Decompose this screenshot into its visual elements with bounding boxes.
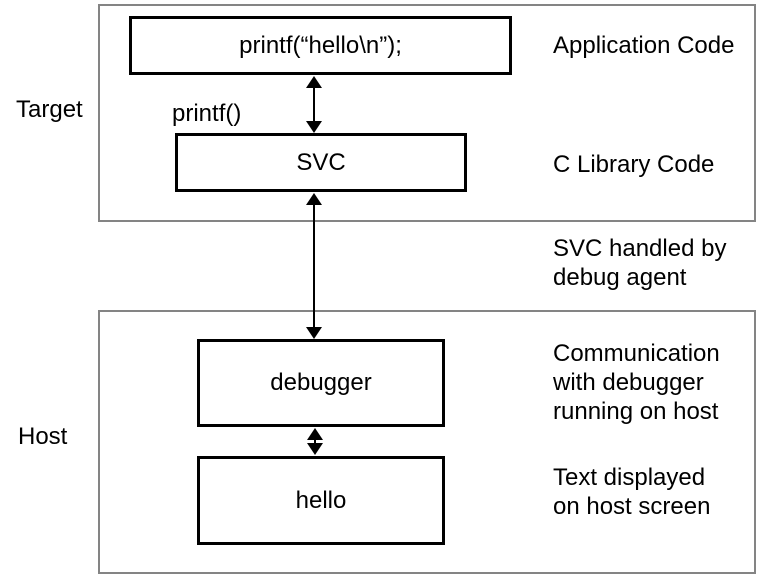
target-label: Target	[16, 96, 83, 123]
svc-box-text: SVC	[296, 148, 346, 176]
communication-annotation: Communication with debugger running on h…	[553, 340, 720, 425]
hello-box: hello	[197, 456, 445, 545]
application-code-box: printf(“hello\n”);	[129, 16, 512, 75]
arrowhead-down-icon	[307, 443, 323, 455]
arrowhead-down-icon	[306, 121, 322, 133]
arrow-svc-debugger	[306, 193, 322, 339]
host-label: Host	[18, 423, 68, 450]
text-displayed-annotation: Text displayed on host screen	[553, 464, 711, 520]
target-container-box	[98, 4, 756, 222]
application-code-box-text: printf(“hello\n”);	[239, 31, 402, 59]
arrow-line	[313, 88, 315, 121]
arrowhead-up-icon	[306, 193, 322, 205]
debugger-box: debugger	[197, 339, 445, 427]
arrow-line	[313, 205, 315, 327]
svc-handled-annotation: SVC handled by debug agent	[553, 235, 727, 291]
hello-box-text: hello	[295, 486, 347, 514]
arrow-debugger-hello	[307, 428, 323, 455]
arrow-application-svc	[306, 76, 322, 133]
printf-call-label: printf()	[172, 100, 242, 127]
arrow-line	[314, 440, 316, 443]
arrowhead-up-icon	[307, 428, 323, 440]
arrowhead-up-icon	[306, 76, 322, 88]
host-container-box	[98, 310, 756, 574]
application-code-annotation: Application Code	[553, 32, 735, 59]
arrowhead-down-icon	[306, 327, 322, 339]
c-library-code-annotation: C Library Code	[553, 151, 715, 178]
debugger-box-text: debugger	[270, 369, 372, 396]
svc-box: SVC	[175, 133, 467, 192]
